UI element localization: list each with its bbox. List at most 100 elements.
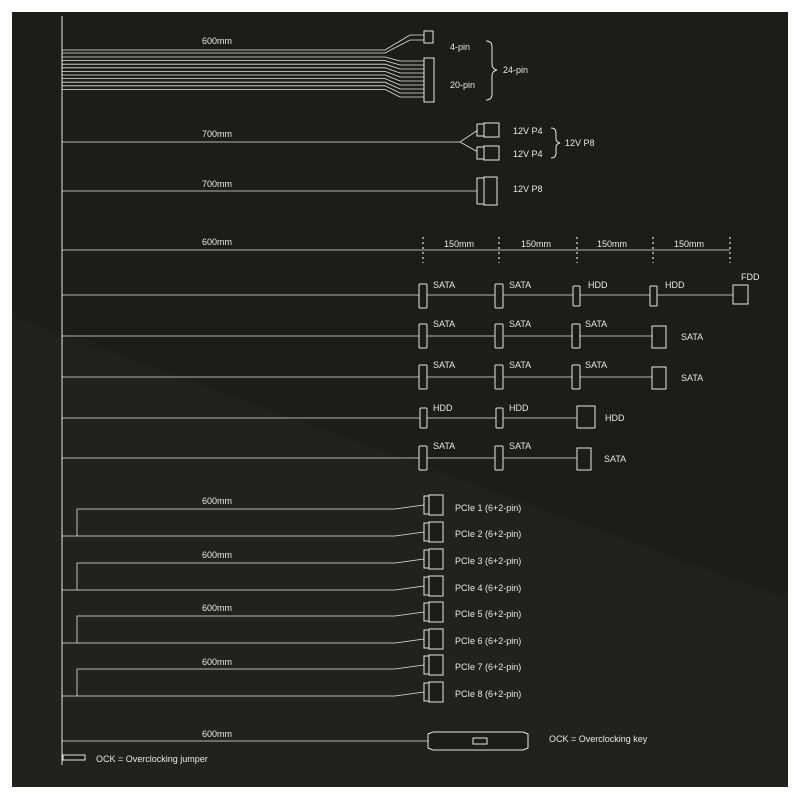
peripheral-header-group: 600mm 150mm 150mm 150mm 150mm [62, 237, 731, 263]
hdd-connector [572, 285, 581, 307]
ock-length-label: 600mm [202, 729, 232, 739]
cpu2-length-label: 700mm [202, 179, 232, 189]
sata-end-connector [576, 447, 592, 471]
row5-end-label: SATA [604, 454, 626, 464]
hdd-connector [419, 407, 428, 429]
cpu2-p8-label: 12V P8 [513, 184, 543, 194]
pcie-connector [428, 654, 444, 676]
atx-24pin-label: 24-pin [503, 65, 528, 75]
pcie-label: PCIe 2 (6+2-pin) [455, 529, 521, 539]
row4-label: HDD [509, 403, 529, 413]
sata-connector [418, 283, 428, 309]
sata-connector [571, 364, 581, 390]
row3-label: SATA [509, 360, 531, 370]
sata-connector [418, 364, 428, 390]
peripheral-row-3: SATA SATA SATA SATA [62, 360, 703, 390]
cpu1-wire-top [62, 129, 479, 143]
row2-label: SATA [433, 319, 455, 329]
atx-wire [62, 56, 424, 62]
pcie-label: PCIe 6 (6+2-pin) [455, 636, 521, 646]
atx-4pin-wire [62, 39, 425, 54]
sata-connector [418, 445, 428, 471]
cpu1-p4-connector-bottom [483, 145, 500, 161]
atx-20pin-connector [423, 57, 435, 103]
peripheral-row-2: SATA SATA SATA SATA [62, 319, 703, 349]
atx-4pin-connector [423, 30, 434, 44]
row4-label: HDD [433, 403, 453, 413]
atx-bracket [485, 40, 498, 101]
atx-cable-group: 600mm 4-pin 20-pin 24-pin [62, 30, 528, 103]
cpu1-length-label: 700mm [202, 129, 232, 139]
cpu1-wire-bottom [459, 141, 479, 153]
atx-wire [62, 85, 424, 94]
row2-label: SATA [585, 319, 607, 329]
row5-label: SATA [433, 441, 455, 451]
pcie-connector [428, 521, 444, 543]
row1-end-label: FDD [741, 272, 760, 282]
peripheral-length-label: 600mm [202, 237, 232, 247]
pcie-wire [62, 664, 425, 697]
ock-group: 600mm OCK = Overclocking key OCK = Overc… [62, 729, 648, 764]
atx-wire [62, 78, 424, 86]
ock-jumper-icon [62, 754, 86, 761]
pcie-connector [428, 681, 444, 703]
cpu1-p4-top-label: 12V P4 [513, 126, 543, 136]
row5-label: SATA [509, 441, 531, 451]
atx-wire [62, 89, 424, 98]
pcie-wire [62, 504, 425, 537]
sata-connector [494, 323, 504, 349]
atx-wire [62, 81, 424, 90]
cpu2-p8-connector [483, 176, 498, 206]
atx-4pin-wire [62, 34, 425, 51]
row3-end-label: SATA [681, 373, 703, 383]
cpu1-bracket [550, 127, 561, 159]
sata-connector [494, 283, 504, 309]
pcie-wire [62, 611, 425, 644]
cpu1-p4-connector-top [483, 122, 500, 138]
segment-length-label: 150mm [521, 239, 551, 249]
pcie-connector [428, 548, 444, 570]
psu-cable-diagram: 600mm 4-pin 20-pin 24-pin 700mm 12V P4 1… [61, 16, 760, 765]
hdd-connector [495, 407, 504, 429]
atx-wire [62, 71, 424, 78]
pcie-length-label: 600mm [202, 657, 232, 667]
row4-end-label: HDD [605, 413, 625, 423]
atx-wire [62, 60, 424, 66]
row2-label: SATA [509, 319, 531, 329]
fdd-connector [732, 284, 749, 305]
cpu1-p4-bottom-label: 12V P4 [513, 149, 543, 159]
pcie-connector [428, 494, 444, 516]
peripheral-row-1: SATA SATA HDD HDD FDD [62, 272, 760, 309]
pcie-connector [428, 575, 444, 597]
cable-diagram-panel: 600mm 4-pin 20-pin 24-pin 700mm 12V P4 1… [12, 12, 788, 787]
pcie-connector [428, 601, 444, 623]
sata-end-connector [651, 325, 667, 349]
pcie-label: PCIe 4 (6+2-pin) [455, 583, 521, 593]
atx-wire [62, 67, 424, 74]
ock-jumper-label: OCK = Overclocking jumper [96, 754, 208, 764]
pcie-wire [77, 691, 425, 697]
pcie-length-label: 600mm [202, 603, 232, 613]
atx-wire [62, 63, 424, 70]
pcie-length-label: 600mm [202, 550, 232, 560]
pcie-wire [62, 558, 425, 591]
hdd-end-connector [576, 405, 596, 429]
segment-length-label: 150mm [674, 239, 704, 249]
segment-length-label: 150mm [444, 239, 474, 249]
row1-label: HDD [665, 280, 685, 290]
pcie-length-label: 600mm [202, 496, 232, 506]
pcie-label: PCIe 7 (6+2-pin) [455, 662, 521, 672]
ock-key-label: OCK = Overclocking key [549, 734, 648, 744]
row1-label: HDD [588, 280, 608, 290]
pcie-cables-group: 600mm 600mm 600mm 600mm PCIe 1 (6+2-pin)… [62, 494, 521, 703]
segment-length-label: 150mm [597, 239, 627, 249]
row3-label: SATA [585, 360, 607, 370]
atx-20pin-label: 20-pin [450, 80, 475, 90]
pcie-label: PCIe 1 (6+2-pin) [455, 503, 521, 513]
pcie-label: PCIe 3 (6+2-pin) [455, 556, 521, 566]
cpu-cable-1-group: 700mm 12V P4 12V P4 12V P8 [62, 122, 595, 161]
pcie-label: PCIe 8 (6+2-pin) [455, 689, 521, 699]
row3-label: SATA [433, 360, 455, 370]
atx-wire [62, 74, 424, 82]
row2-end-label: SATA [681, 332, 703, 342]
